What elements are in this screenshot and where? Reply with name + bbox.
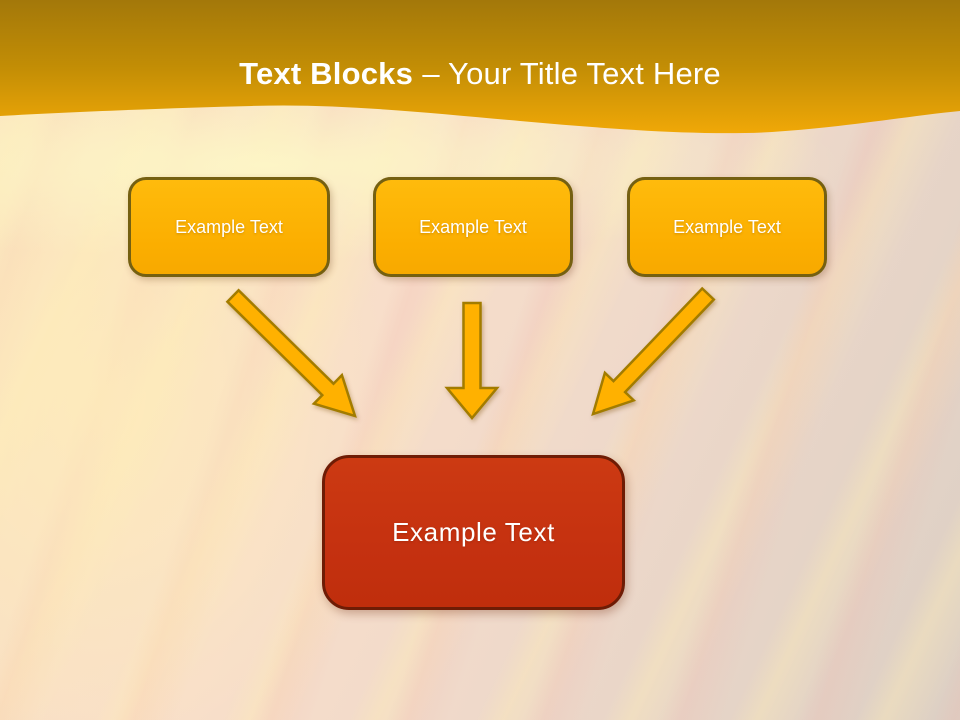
arrow-down-right-icon xyxy=(225,288,357,418)
text-block-1: Example Text xyxy=(128,177,330,277)
header-wave-shape xyxy=(0,0,960,134)
arrow-down-left-icon xyxy=(591,286,716,416)
text-block-2-label: Example Text xyxy=(419,216,527,237)
text-block-2: Example Text xyxy=(373,177,573,277)
text-block-1-label: Example Text xyxy=(175,216,283,237)
slide-title: Text Blocks– Your Title Text Here xyxy=(0,56,960,92)
arrow-down-icon xyxy=(444,301,500,420)
slide-title-regular: – Your Title Text Here xyxy=(422,56,721,91)
text-block-3: Example Text xyxy=(627,177,827,277)
slide-title-bold: Text Blocks xyxy=(239,56,414,91)
header-band xyxy=(0,0,960,134)
result-block: Example Text xyxy=(322,455,625,610)
result-block-label: Example Text xyxy=(392,517,555,547)
text-block-3-label: Example Text xyxy=(673,216,781,237)
